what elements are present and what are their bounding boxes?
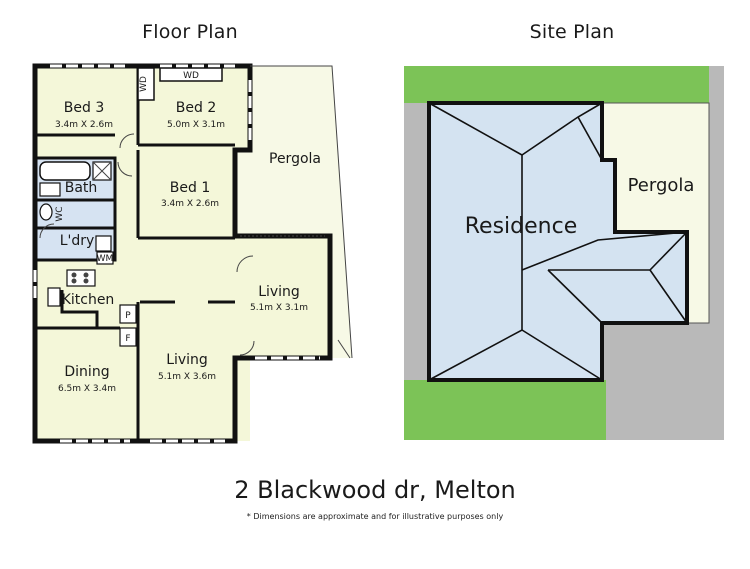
fridge-label: F [125,334,130,344]
cooktop-icon [66,269,96,287]
room-living-main-dim: 5.1m X 3.6m [158,372,216,382]
toilet-icon [39,203,53,221]
dimensions-disclaimer: * Dimensions are approximate and for ill… [246,512,504,521]
room-living-main-name: Living [166,352,208,368]
roof-hip [547,269,603,324]
pantry-label: P [125,311,131,321]
shower-cross [92,161,112,181]
burner [71,272,77,278]
door-swing [236,255,254,273]
room-bath-name: Bath [65,180,98,196]
room-bed3-dim: 3.4m X 2.6m [55,120,113,130]
roof-hip [649,269,688,324]
laundry-tub-icon [95,235,112,252]
door-swing [39,223,55,239]
room-living-ext-dim: 5.1m X 3.1m [250,303,308,313]
wardrobe-top-label: WD [183,71,199,81]
pergola-outline [250,65,353,359]
pantry-box [119,304,137,324]
burner [83,278,89,284]
washing-machine-icon [96,251,114,265]
room-bed1-dim: 3.4m X 2.6m [161,199,219,209]
room-living-ext-name: Living [258,284,300,300]
floor-plan-heading: Floor Plan [142,21,238,43]
site-plan: Residence Pergola [404,66,724,440]
wardrobe-side-label: WD [139,76,149,92]
wet-area-wall [35,156,117,262]
site-pergola-label: Pergola [628,175,695,196]
pergola-area [235,66,352,358]
pergola-post-line [337,339,351,359]
door-swing [117,161,133,177]
roof-hip [577,116,603,161]
site-residence-label: Residence [465,214,577,239]
room-bed2-dim: 5.0m X 3.1m [167,120,225,130]
fridge-box [119,327,137,347]
door-swing [239,340,255,356]
room-dining-name: Dining [64,364,109,380]
burner [83,272,89,278]
wardrobe-top [159,67,223,82]
room-bed2-name: Bed 2 [176,100,216,116]
room-laundry-name: L'dry [60,233,95,249]
basin-icon [39,182,61,197]
room-dining-dim: 6.5m X 3.4m [58,384,116,394]
washing-machine-label: WM [97,254,114,264]
roof-hip [521,231,688,271]
site-plan-heading: Site Plan [529,21,615,43]
door-swing [119,133,135,149]
room-pergola-name: Pergola [269,151,321,167]
room-bed1-name: Bed 1 [170,180,210,196]
room-wc-name: WC [55,206,65,221]
room-kitchen-name: Kitchen [62,292,115,308]
burner [71,278,77,284]
kitchen-bench [60,290,99,328]
floor-plan: WD WD WM P F Bed 3 3.4m X 2.6m Bed 2 [32,63,353,444]
wardrobe-side [137,67,155,101]
grass-bottom [404,380,606,440]
property-address: 2 Blackwood dr, Melton [234,476,516,504]
room-bed3-name: Bed 3 [64,100,104,116]
kitchen-sink-icon [47,287,61,307]
bathtub-icon [39,161,91,181]
grass-top [404,66,709,103]
